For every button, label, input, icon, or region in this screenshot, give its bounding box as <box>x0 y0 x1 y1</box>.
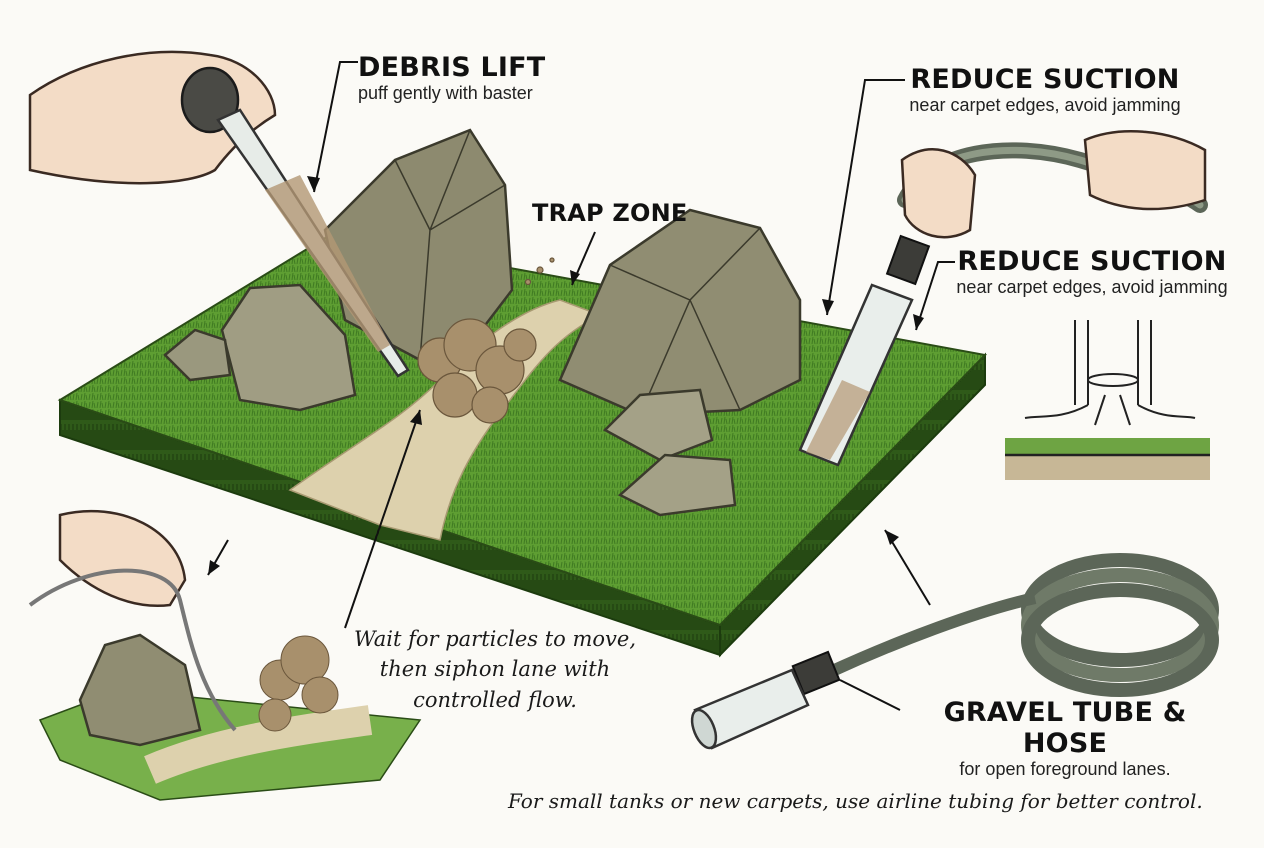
debris-cloud <box>417 257 555 424</box>
arrow-icon <box>207 61 955 711</box>
reduce-suction-mid-subtitle: near carpet edges, avoid jamming <box>956 277 1228 298</box>
airline-inset <box>28 510 422 801</box>
trap-zone-title: TRAP ZONE <box>532 199 688 227</box>
reduce-suction-mid-label: REDUCE SUCTION near carpet edges, avoid … <box>942 246 1242 298</box>
reduce-suction-top-title: REDUCE SUCTION <box>910 64 1180 95</box>
siphon-icon <box>798 130 1208 467</box>
debris-lift-title: DEBRIS LIFT <box>358 52 546 83</box>
reduce-suction-top-label: REDUCE SUCTION near carpet edges, avoid … <box>895 64 1195 116</box>
instruction-note: Wait for particles to move, then siphon … <box>345 624 645 715</box>
debris-lift-subtitle: puff gently with baster <box>358 83 533 104</box>
arrowheads <box>208 176 924 575</box>
gravel-tube-label: GRAVEL TUBE & HOSE for open foreground l… <box>905 697 1225 780</box>
baster-icon <box>28 50 410 378</box>
note-line-2: then siphon lane with <box>379 657 611 682</box>
note-line-1: Wait for particles to move, <box>353 627 637 651</box>
note-line-3: controlled flow. <box>413 687 577 712</box>
footer-tip: For small tanks or new carpets, use airl… <box>508 789 1203 813</box>
rock-group-right <box>558 208 802 517</box>
trap-zone-label: TRAP ZONE <box>532 199 688 228</box>
gravel-tube-title: GRAVEL TUBE & HOSE <box>943 697 1187 760</box>
reduce-suction-top-subtitle: near carpet edges, avoid jamming <box>909 95 1181 116</box>
rock-group-left <box>163 128 514 412</box>
gravel-tube-subtitle: for open foreground lanes. <box>959 759 1171 780</box>
suction-inset <box>1005 320 1210 480</box>
debris-lift-label: DEBRIS LIFT puff gently with baster <box>358 52 545 104</box>
hose-coil-icon <box>690 553 1219 750</box>
reduce-suction-mid-title: REDUCE SUCTION <box>957 246 1227 277</box>
